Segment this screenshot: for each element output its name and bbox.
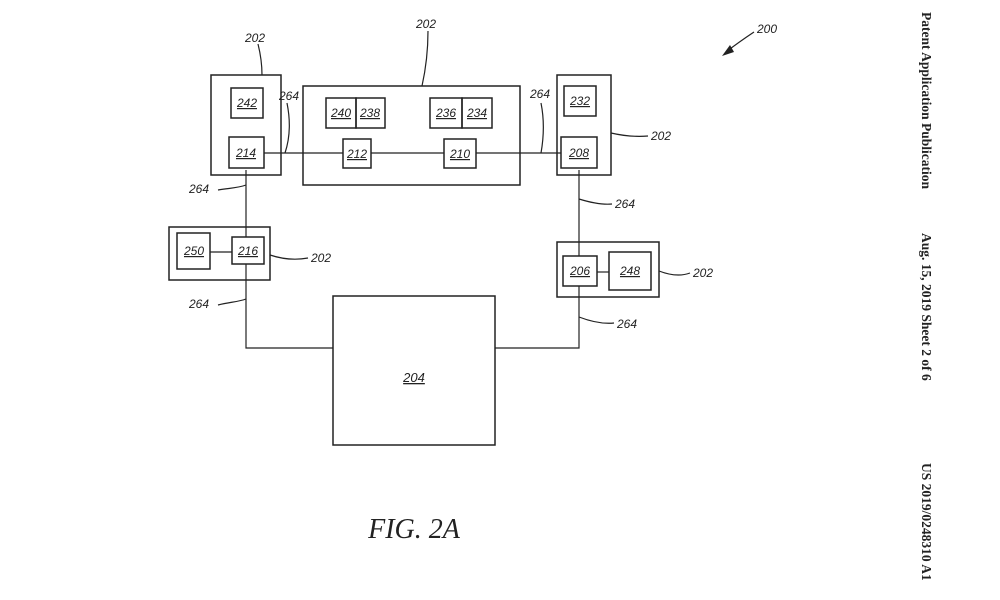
ref-202-middle-right: 202	[692, 266, 713, 280]
label-240: 240	[330, 106, 351, 120]
leader-202-top-right	[610, 132, 649, 137]
module-202-top-center	[302, 85, 521, 186]
label-238: 238	[359, 106, 380, 120]
label-208: 208	[568, 146, 589, 160]
label-250: 250	[183, 244, 204, 258]
leader-264-right-lower	[578, 316, 615, 324]
leader-264-left-lower	[217, 298, 247, 306]
ref-264-right-lower: 264	[616, 317, 637, 331]
ref-264-top-right: 264	[529, 87, 550, 101]
header-date-sheet: Aug. 15, 2019 Sheet 2 of 6	[919, 233, 934, 381]
leader-264-left-upper	[217, 184, 247, 191]
ref-202-top-right: 202	[650, 129, 671, 143]
label-210: 210	[449, 147, 470, 161]
leader-202-top-center	[421, 30, 429, 87]
ref-202-top-center: 202	[415, 17, 436, 31]
block-232	[563, 85, 597, 117]
label-212: 212	[346, 147, 367, 161]
leader-264-right-upper	[578, 198, 613, 205]
block-216	[231, 236, 265, 265]
module-202-top-right	[556, 74, 612, 176]
label-232: 232	[569, 94, 590, 108]
leader-264-top-left	[284, 102, 290, 154]
label-204: 204	[402, 370, 425, 385]
module-202-middle-left	[168, 226, 271, 281]
ref-264-left-upper: 264	[188, 182, 209, 196]
ref-202-top-left: 202	[244, 31, 265, 45]
leader-202-middle-right	[658, 270, 691, 276]
label-206: 206	[569, 264, 590, 278]
block-208	[560, 136, 598, 169]
label-234: 234	[466, 106, 487, 120]
connection-wires	[210, 152, 609, 349]
leader-lines	[217, 30, 691, 324]
module-202-top-left	[210, 74, 282, 176]
ref-264-top-left: 264	[278, 89, 299, 103]
ref-264-left-lower: 264	[188, 297, 209, 311]
leader-264-top-right	[540, 102, 544, 154]
label-242: 242	[236, 96, 257, 110]
module-202-middle-right	[556, 241, 660, 298]
ref-202-middle-left: 202	[310, 251, 331, 265]
wire-216-204	[245, 264, 333, 349]
leader-202-middle-left	[269, 254, 309, 260]
arrow-200	[722, 31, 755, 56]
block-204	[332, 295, 496, 446]
ref-264-right-upper: 264	[614, 197, 635, 211]
arrow-200-head	[722, 45, 734, 56]
block-248	[608, 251, 652, 291]
label-248: 248	[619, 264, 640, 278]
label-216: 216	[237, 244, 258, 258]
block-250	[176, 232, 211, 270]
block-210	[443, 138, 477, 169]
wire-206-204	[495, 286, 580, 349]
block-214	[228, 136, 265, 169]
header-patent-number: US 2019/0248310 A1	[919, 463, 934, 581]
label-236: 236	[435, 106, 456, 120]
ref-200: 200	[756, 22, 777, 36]
figure-caption: FIG. 2A	[367, 514, 461, 545]
block-206	[562, 255, 598, 287]
block-238	[355, 97, 386, 129]
block-212	[342, 138, 372, 169]
header-publication: Patent Application Publication	[919, 12, 934, 190]
block-234	[461, 97, 493, 129]
block-242	[230, 87, 264, 119]
leader-202-top-left	[257, 43, 263, 76]
label-214: 214	[235, 146, 256, 160]
